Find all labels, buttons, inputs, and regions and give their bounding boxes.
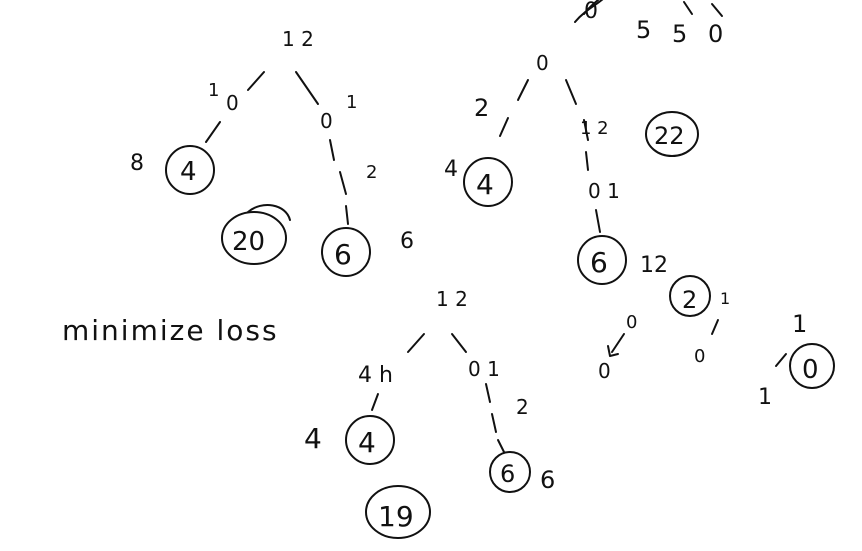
tree-b-right-node: 0 1 [588, 179, 620, 203]
tree-d-leaf: 0 [802, 355, 819, 385]
tree-c-left-leaf-label: 4 [304, 422, 322, 455]
tree-d-node-mid: 0 [694, 346, 705, 367]
tree-b-root-label: 0 [536, 51, 549, 75]
top-fragment-label-4: 0 [708, 20, 723, 48]
tree-a-left-leaf-circle [165, 145, 215, 195]
tree-b-total-circle [645, 111, 699, 157]
tree-a-right-leaf-label: 6 [400, 229, 414, 254]
tree-d-total-circle [669, 275, 711, 317]
tree-a-left-node: 0 [226, 91, 239, 115]
top-fragment-label-3: 5 [672, 20, 687, 48]
tree-a-left-edge-label: 1 [208, 80, 219, 101]
tree-b-left-edge: 2 [474, 94, 489, 122]
tree-c: 1 2 4 h 4 4 0 1 2 6 6 19 [304, 287, 555, 539]
tree-d-leaf-circle [789, 343, 835, 389]
tree-d: 2 1 0 0 0 1 0 1 [598, 275, 835, 410]
tree-b-total: 22 [654, 122, 685, 150]
tree-d-total: 2 [682, 286, 697, 314]
tree-b-left-leaf: 4 [476, 168, 494, 201]
tree-b-right-leaf-circle [577, 235, 627, 285]
tree-a-total: 20 [232, 227, 265, 257]
tree-c-left-edge: 4 h [358, 363, 393, 388]
tree-c-total: 19 [378, 500, 414, 533]
tree-a-right-leaf-circle [321, 227, 371, 277]
tree-a-right-node: 0 [320, 109, 333, 133]
tree-d-node-top: 0 [626, 312, 637, 333]
caption-minimize-loss: minimize loss [62, 314, 279, 347]
tree-a-right-leaf: 6 [334, 238, 352, 271]
tree-c-total-circle [365, 485, 431, 539]
tree-b-right-edge: 1 2 [580, 118, 609, 139]
tree-b-left-leaf-circle [463, 157, 513, 207]
tree-d-edge-right-top: 1 [792, 310, 807, 338]
tree-a-left-leaf-label: 8 [130, 151, 144, 176]
tree-a-right-edge-mid: 2 [366, 162, 377, 183]
tree-d-edge-top: 1 [720, 289, 730, 308]
tree-a-root-label: 1 2 [282, 27, 314, 51]
tree-c-right-node: 0 1 [468, 357, 500, 381]
tree-c-right-leaf: 6 [500, 460, 515, 488]
top-fragment-label-2: 5 [636, 16, 651, 44]
tree-c-left-leaf-circle [345, 415, 395, 465]
tree-c-root-label: 1 2 [436, 287, 468, 311]
tree-c-right-edge: 2 [516, 395, 529, 419]
tree-b-right-leaf: 6 [590, 246, 608, 279]
tree-b-right-leaf-label: 12 [640, 253, 668, 278]
tree-c-right-leaf-label: 6 [540, 466, 555, 494]
tree-a-left-leaf: 4 [180, 157, 197, 187]
tree-b: 0 2 1 2 4 4 0 1 6 12 22 [444, 51, 699, 285]
tree-b-left-leaf-label: 4 [444, 157, 458, 182]
tree-a-total-circle [221, 211, 287, 265]
tree-d-node-left: 0 [598, 359, 611, 383]
tree-d-edge-right-bottom: 1 [758, 385, 772, 410]
tree-a: 1 2 1 0 4 8 0 1 2 6 6 20 [130, 27, 414, 277]
tree-c-left-leaf: 4 [358, 426, 376, 459]
top-fragment: 0 5 5 0 [574, 0, 723, 48]
tree-c-right-leaf-circle [489, 451, 531, 493]
tree-a-right-edge-top: 1 [346, 92, 357, 113]
top-fragment-label-1: 0 [584, 0, 598, 24]
